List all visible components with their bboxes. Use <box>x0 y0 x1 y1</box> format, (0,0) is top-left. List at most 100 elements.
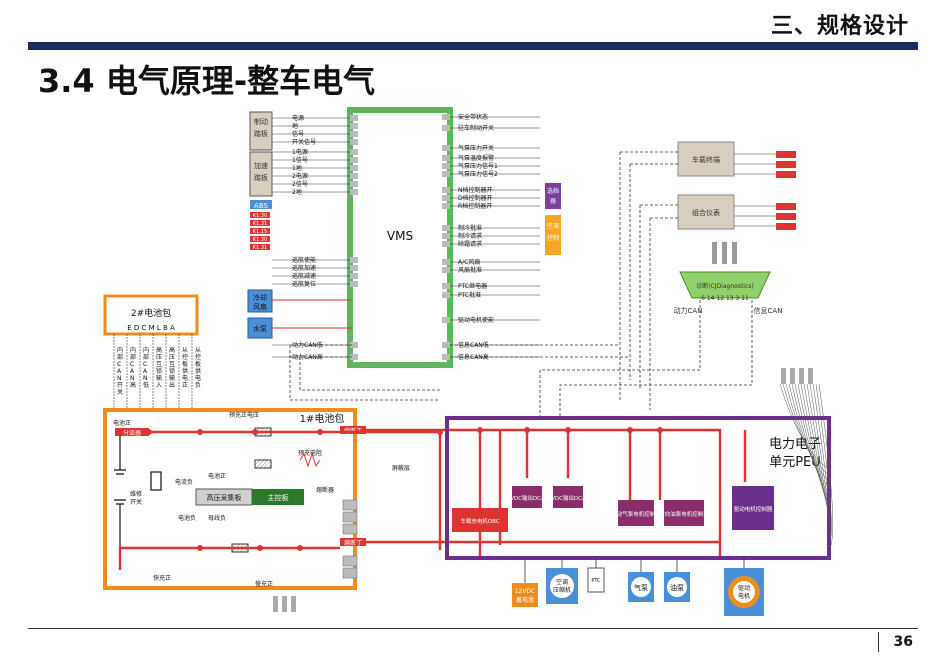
can-bus-lines <box>289 151 753 420</box>
vms-right-pin-label: 信息CAN低 <box>458 341 489 349</box>
svg-text:电力电子: 电力电子 <box>769 437 821 452</box>
section-heading: 三、规格设计 <box>770 14 909 39</box>
svg-text:压缩机: 压缩机 <box>553 586 571 594</box>
battery2-column-char: 板 <box>195 360 201 368</box>
svg-text:ABS: ABS <box>254 202 268 210</box>
k-tag-label: K1.15 <box>253 229 267 235</box>
battery2-column-char: 锁 <box>169 367 175 375</box>
svg-text:控制: 控制 <box>547 234 559 242</box>
abs-tag: ABS <box>250 200 272 210</box>
svg-text:踏板: 踏板 <box>254 173 268 182</box>
svg-text:电池正: 电池正 <box>208 472 226 480</box>
svg-text:主控板: 主控板 <box>268 493 289 502</box>
svg-text:信息CAN: 信息CAN <box>754 306 783 315</box>
battery2-column-char: A <box>130 368 135 375</box>
battery2-column-char: 从 <box>195 347 201 354</box>
vms-right-pin-label: 气泵压力信号2 <box>458 170 498 178</box>
vms-right-pin-label: 驱动电机使能 <box>458 316 494 324</box>
battery2-column-char: 电 <box>195 374 201 382</box>
vms-right-pin-label: 气泵压力信号1 <box>458 162 498 170</box>
vms-left-pin-label: 开关信号 <box>292 138 316 146</box>
peu-unit: 电力电子 单元PEU 车载充电机OBC12VDC输出DC/DC24VDC输出DC… <box>445 416 831 560</box>
svg-text:风扇: 风扇 <box>253 302 267 311</box>
battery2-column-char: 高 <box>169 346 175 354</box>
vms-label: VMS <box>387 229 413 243</box>
vms-left-pin-label: 2信号 <box>292 180 308 188</box>
footer-separator <box>878 632 879 652</box>
svg-text:油泵: 油泵 <box>670 583 684 592</box>
hv-red-wiring <box>118 428 747 570</box>
vms-right-pin-label: PTC批准 <box>458 291 481 299</box>
svg-text:空调: 空调 <box>547 222 559 230</box>
load-ac-compressor: 空调 压缩机 <box>546 568 578 604</box>
page-number: 36 <box>893 634 913 650</box>
gear-selector: 选档 器 <box>545 183 561 209</box>
battery-pack-2: 2#电池包 E D C M L B A 内部CAN开关内部CAN高内部CAN低高… <box>103 294 201 410</box>
battery2-column-char: 低 <box>143 381 149 389</box>
svg-text:熔断器: 熔断器 <box>316 486 334 494</box>
svg-text:熔断丁: 熔断丁 <box>344 539 362 547</box>
cooling-fan: 冷却 风扇 <box>247 289 273 313</box>
vms-controller: VMS 电源地信号开关信号1电源1信号1地2电源2信号2地巡航使能巡航加速巡航减… <box>272 107 540 368</box>
battery2-column-char: 内 <box>143 346 149 354</box>
battery2-column-char: 部 <box>117 353 123 361</box>
vms-right-pin-label: 制冷请求 <box>458 232 482 240</box>
svg-text:母线负: 母线负 <box>208 514 226 522</box>
svg-text:制动: 制动 <box>254 117 268 126</box>
vms-left-pin-label: 巡航减速 <box>292 272 316 280</box>
battery2-column-char: 互 <box>169 361 175 368</box>
battery2-column-char: 正 <box>182 382 188 389</box>
vms-left-pins: 电源地信号开关信号1电源1信号1地2电源2信号2地巡航使能巡航加速巡航减速巡航复… <box>272 114 358 361</box>
battery2-column-char: 输 <box>169 374 175 382</box>
vms-left-pin-label: 巡航复位 <box>292 280 316 288</box>
battery2-column-char: 内 <box>130 346 136 354</box>
k-tag-label: K1.31 <box>253 221 267 227</box>
svg-text:冷却: 冷却 <box>253 293 267 302</box>
accel-pedal-box: 加速 踏板 <box>249 151 273 197</box>
battery2-column-char: 开 <box>117 382 123 389</box>
battery2-column-char: 压 <box>169 354 175 361</box>
battery2-column-char: 部 <box>143 353 149 361</box>
vms-left-pin-label: 巡航使能 <box>292 256 316 264</box>
svg-text:1#电池包: 1#电池包 <box>300 412 345 425</box>
battery2-column-char: 入 <box>156 382 162 389</box>
battery2-column-char: 负 <box>195 381 201 389</box>
vehicle-terminal: 车载终端 <box>677 141 735 177</box>
svg-text:分流器: 分流器 <box>123 429 141 437</box>
svg-text:单元PEU: 单元PEU <box>769 455 821 470</box>
vms-left-pin-label: 信号 <box>292 130 304 138</box>
diagnostic-connector: 诊断(CJDiagnostics) 6 14 12 13 3 11 动力CAN … <box>674 242 783 315</box>
k-tag-label: K1.30 <box>253 237 267 243</box>
svg-text:预充正电压: 预充正电压 <box>229 411 259 419</box>
svg-text:动力CAN: 动力CAN <box>674 306 703 315</box>
vms-right-pin-label: 驻车制动开关 <box>458 124 494 132</box>
battery2-column-char: 高 <box>156 346 162 354</box>
hv-dots <box>146 427 663 551</box>
vms-left-pin-label: 电源 <box>292 114 304 122</box>
peu-module-label: 驱动电机控制器 <box>734 505 773 513</box>
vms-left-pin-label: 巡航加速 <box>292 264 316 272</box>
vms-right-pin-label: 安全带状态 <box>458 113 488 121</box>
battery2-column-char: N <box>143 375 148 382</box>
vms-right-pin-label: D档控制器开 <box>458 194 493 202</box>
svg-text:开关: 开关 <box>130 498 142 506</box>
battery2-column-char: 电 <box>182 374 188 382</box>
header-bar <box>28 42 918 50</box>
vms-right-pin-label: A/C风扇 <box>458 258 480 266</box>
battery2-column-char: 供 <box>182 367 188 375</box>
terminal-k-tags <box>734 151 796 230</box>
peu-module-label: 24VDC输出DC/DC <box>544 494 592 502</box>
svg-text:诊断(CJDiagnostics): 诊断(CJDiagnostics) <box>696 282 753 290</box>
battery2-column-char: 关 <box>117 388 123 396</box>
svg-text:水泵: 水泵 <box>253 324 267 333</box>
svg-text:高压采集板: 高压采集板 <box>207 493 242 502</box>
battery2-column-char: A <box>117 368 122 375</box>
vms-right-pin-label: 风扇批准 <box>458 266 482 274</box>
vms-right-pin-label: PTC继电器 <box>458 282 487 290</box>
ac-controller: 空调 控制 <box>545 215 561 255</box>
vms-left-pin-label: 1地 <box>292 164 302 172</box>
instrument-cluster: 组合仪表 <box>677 194 735 230</box>
peu-module-label: 制动气泵电机控制器 <box>611 510 661 518</box>
